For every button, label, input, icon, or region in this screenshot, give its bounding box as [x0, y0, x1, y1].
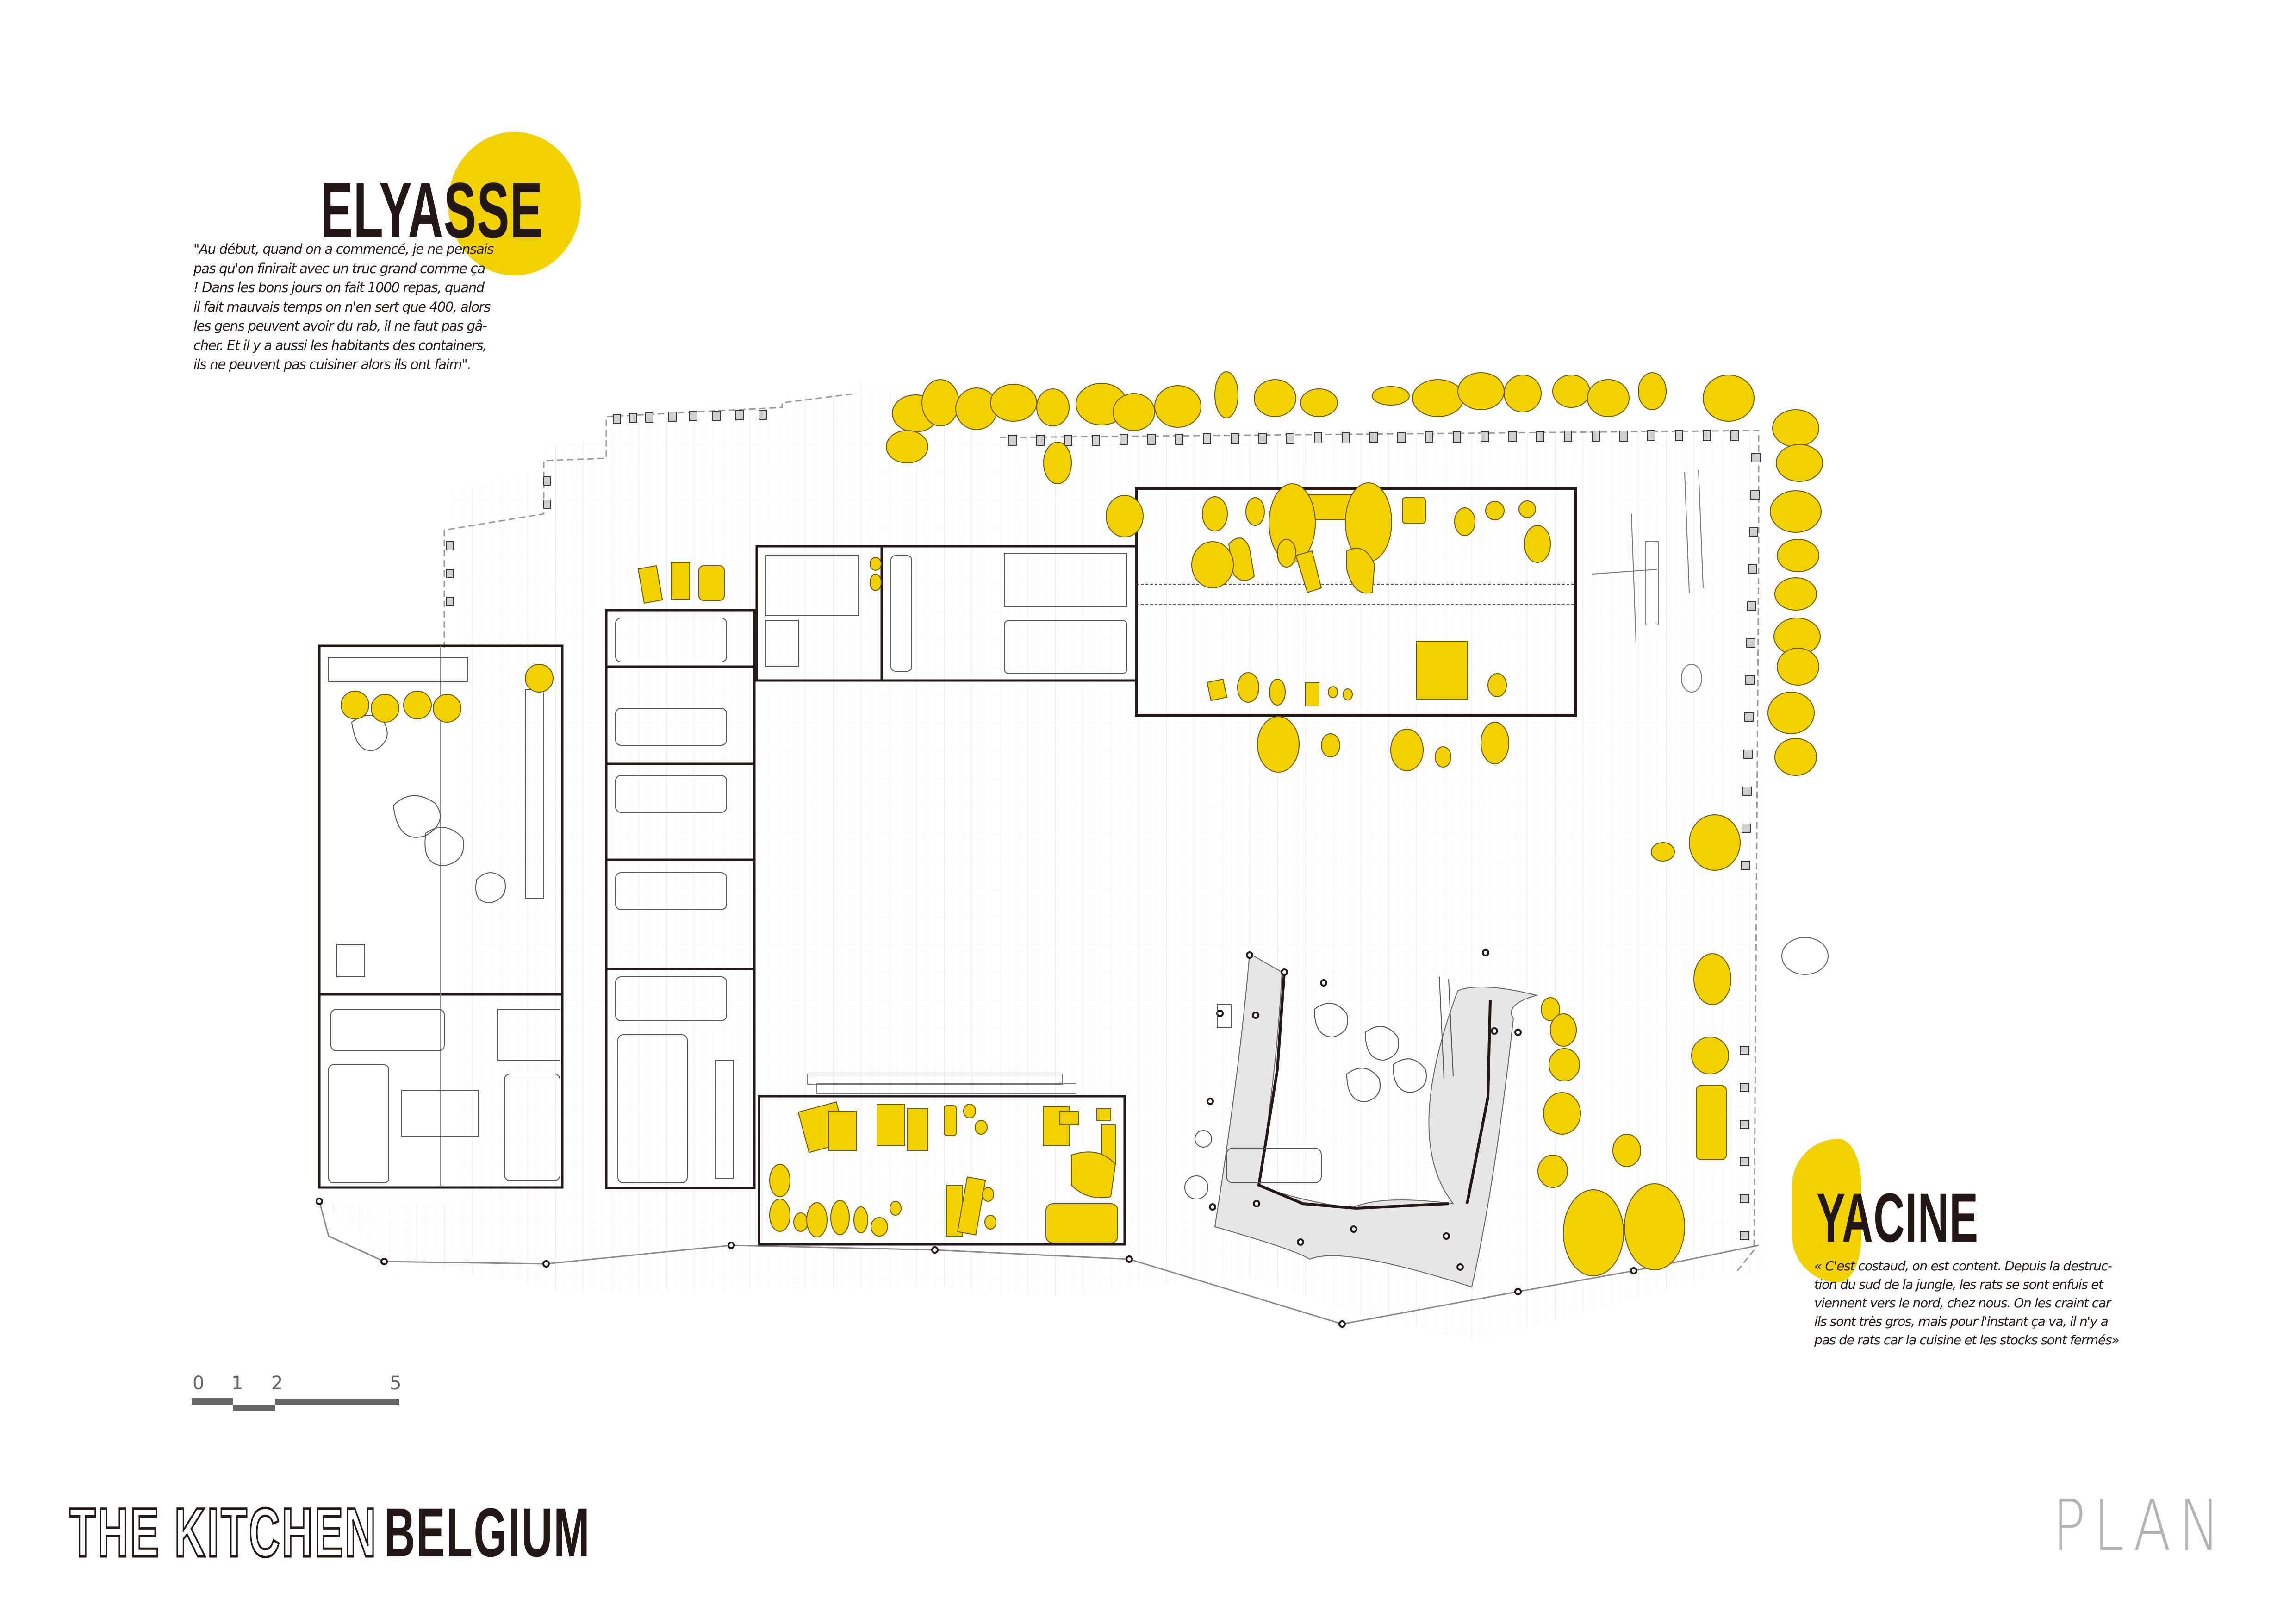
- quote-line: pas qu'on finirait avec un truc grand co…: [193, 260, 485, 276]
- sheet-label-plan: PLAN: [2053, 1485, 2228, 1567]
- quote-line: pas de rats car la cuisine et les stocks…: [1814, 1332, 2120, 1348]
- deck-floor: [324, 380, 1773, 1343]
- quote-line: tion du sud de la jungle, les rats se so…: [1814, 1277, 2103, 1292]
- quote-line: ils ne peuvent pas cuisiner alors ils on…: [193, 356, 472, 372]
- storage-yellow-stock: [769, 1101, 1118, 1243]
- quote-line: ! Dans les bons jours on fait 1000 repas…: [193, 280, 485, 295]
- fence-posts: [446, 410, 1761, 1240]
- quote-line: viennent vers le nord, chez nous. On les…: [1814, 1295, 2111, 1311]
- scale-segment-0-1: [192, 1398, 233, 1405]
- quote-line: cher. Et il y a aussi les habitants des …: [193, 337, 487, 353]
- persona-name-elyasse: ELYASSE: [320, 167, 543, 255]
- quote-line: les gens peuvent avoir du rab, il ne fau…: [193, 318, 487, 334]
- lounge-tarp: [1207, 949, 1538, 1288]
- scale-bar: 0 1 2 5: [176, 1370, 500, 1412]
- persona-quote-yacine: « C'est costaud, on est content. Depuis …: [1814, 1257, 2178, 1349]
- scale-label-1: 1: [231, 1373, 243, 1394]
- bedroom-furniture: [615, 618, 734, 1183]
- quote-line: "Au début, quand on a commencé, je ne pe…: [193, 241, 494, 257]
- scale-label-2: 2: [271, 1373, 283, 1394]
- lounge-furniture: [1184, 976, 1454, 1199]
- container-dormitory-left: [318, 644, 564, 1189]
- persona-quote-elyasse: "Au début, quand on a commencé, je ne pe…: [193, 240, 538, 375]
- container-bedroom-column: [605, 609, 756, 1189]
- perimeter-rope: [316, 1198, 1759, 1328]
- bicycle-outline: [1592, 469, 1704, 693]
- scale-label-0: 0: [193, 1373, 205, 1394]
- quote-line: « C'est costaud, on est content. Depuis …: [1814, 1258, 2112, 1274]
- scale-segment-1-2: [233, 1405, 275, 1411]
- dorm-furniture: [328, 657, 560, 1183]
- persona-name-yacine: YACINE: [1817, 1179, 1979, 1256]
- sleeping-block-furniture: [765, 553, 1127, 674]
- footer-title-outline: THE KITCHEN: [68, 1493, 378, 1571]
- kitchen-yellow-equipment: [1202, 482, 1551, 706]
- quote-line: ils sont très gros, mais pour l'instant …: [1814, 1314, 2109, 1329]
- lounge-yellow-pots: [1537, 953, 1731, 1276]
- dorm-yellow-items: [341, 664, 554, 723]
- container-storage: [758, 1095, 1126, 1246]
- scale-segment-2-5: [275, 1399, 399, 1405]
- kitchen-outdoor-pots: [1257, 716, 1741, 871]
- elyasse-accent-circle: [448, 132, 581, 275]
- grey-person-outline: [1781, 937, 1829, 975]
- storage-beams: [807, 1074, 1076, 1094]
- fence-outline: [443, 393, 1760, 1274]
- quote-line: il fait mauvais temps on n'en sert que 4…: [193, 299, 491, 315]
- yacine-accent-circle: [1792, 1139, 1861, 1282]
- queue-people: [886, 371, 1823, 776]
- sleeping-block-yellow-items: [637, 557, 882, 604]
- scale-label-5: 5: [390, 1373, 402, 1394]
- footer-title-solid: BELGIUM: [384, 1493, 591, 1571]
